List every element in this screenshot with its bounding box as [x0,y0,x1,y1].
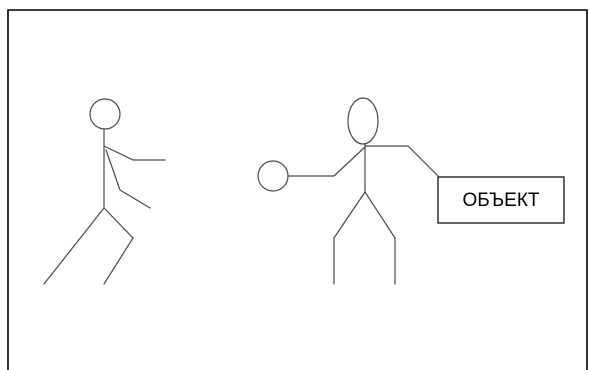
left-figure-arm-lower [105,149,151,209]
right-figure-arm-left [287,146,366,177]
object-box-border [437,176,565,224]
right-stick-figure [287,97,439,285]
right-figure-arm-right [364,145,439,177]
object-box-label: ОБЪЕКТ [462,190,539,211]
object-box: ОБЪЕКТ [437,176,565,224]
right-figure-leg-right [364,191,396,285]
ball [257,160,289,192]
left-stick-figure [43,98,166,285]
left-figure-leg-left [43,207,105,285]
right-figure-head [347,97,379,145]
left-figure-leg-right [103,207,134,285]
frame-border [7,9,588,370]
left-figure-arm-upper [103,145,166,161]
right-figure-leg-left [333,191,366,285]
left-figure-head [89,98,121,130]
